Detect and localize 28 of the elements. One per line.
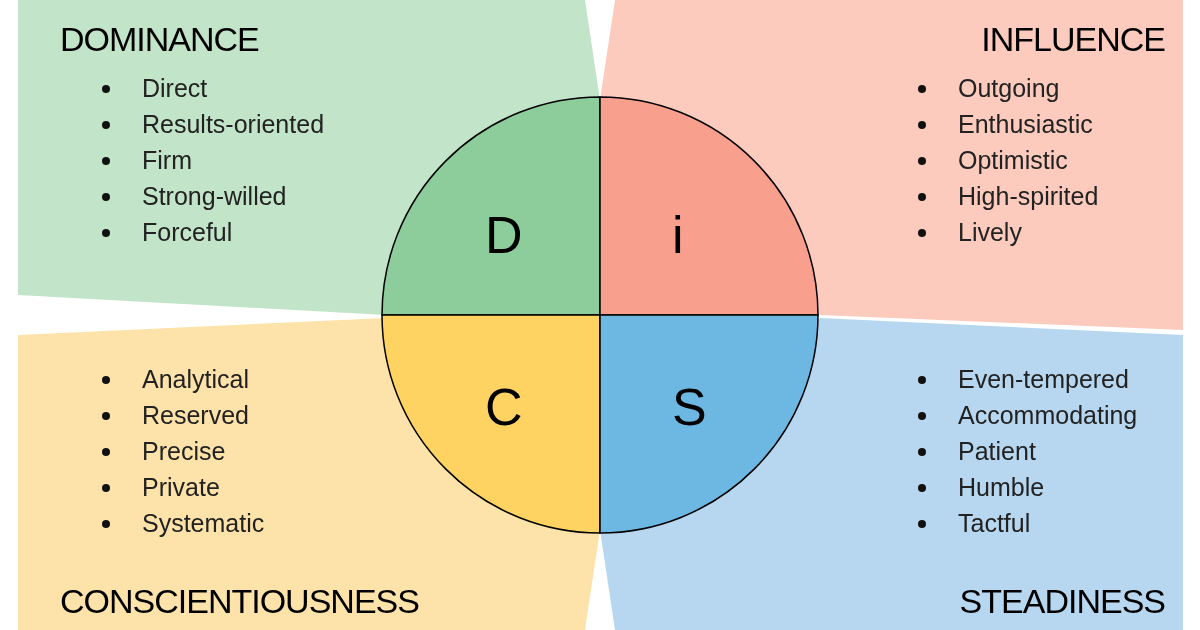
section-heading: DOMINANCE	[60, 20, 259, 59]
bullet-item: Systematic	[142, 508, 265, 538]
section-heading: INFLUENCE	[981, 20, 1165, 59]
bullet-item: Enthusiastic	[958, 109, 1093, 139]
bullet-item: Optimistic	[958, 145, 1068, 175]
quadrant-letter: D	[485, 205, 523, 265]
section-heading: STEADINESS	[959, 582, 1165, 621]
bullet-item: Accommodating	[958, 400, 1138, 430]
bullet-item: Analytical	[142, 364, 249, 394]
bullet-item: Firm	[142, 145, 192, 175]
bullet-item: Lively	[958, 217, 1022, 247]
section-heading: CONSCIENTIOUSNESS	[60, 582, 419, 621]
bullet-item: Forceful	[142, 217, 233, 247]
bullet-item: Reserved	[142, 400, 249, 430]
bullet-item: High-spirited	[958, 181, 1099, 211]
bullet-item: Results-oriented	[142, 109, 325, 139]
quadrant-letter: i	[672, 205, 684, 265]
bullet-item: Strong-willed	[142, 181, 287, 211]
bullet-item: Precise	[142, 436, 226, 466]
bullet-item: Humble	[958, 472, 1045, 502]
bullet-item: Outgoing	[958, 73, 1060, 103]
bullet-item: Even-tempered	[958, 364, 1129, 394]
bullet-item: Tactful	[958, 508, 1031, 538]
quadrant-letter: S	[672, 377, 707, 437]
bullet-item: Patient	[958, 436, 1036, 466]
quadrant-letter: C	[485, 377, 523, 437]
bullet-item: Direct	[142, 73, 208, 103]
bullet-item: Private	[142, 472, 220, 502]
